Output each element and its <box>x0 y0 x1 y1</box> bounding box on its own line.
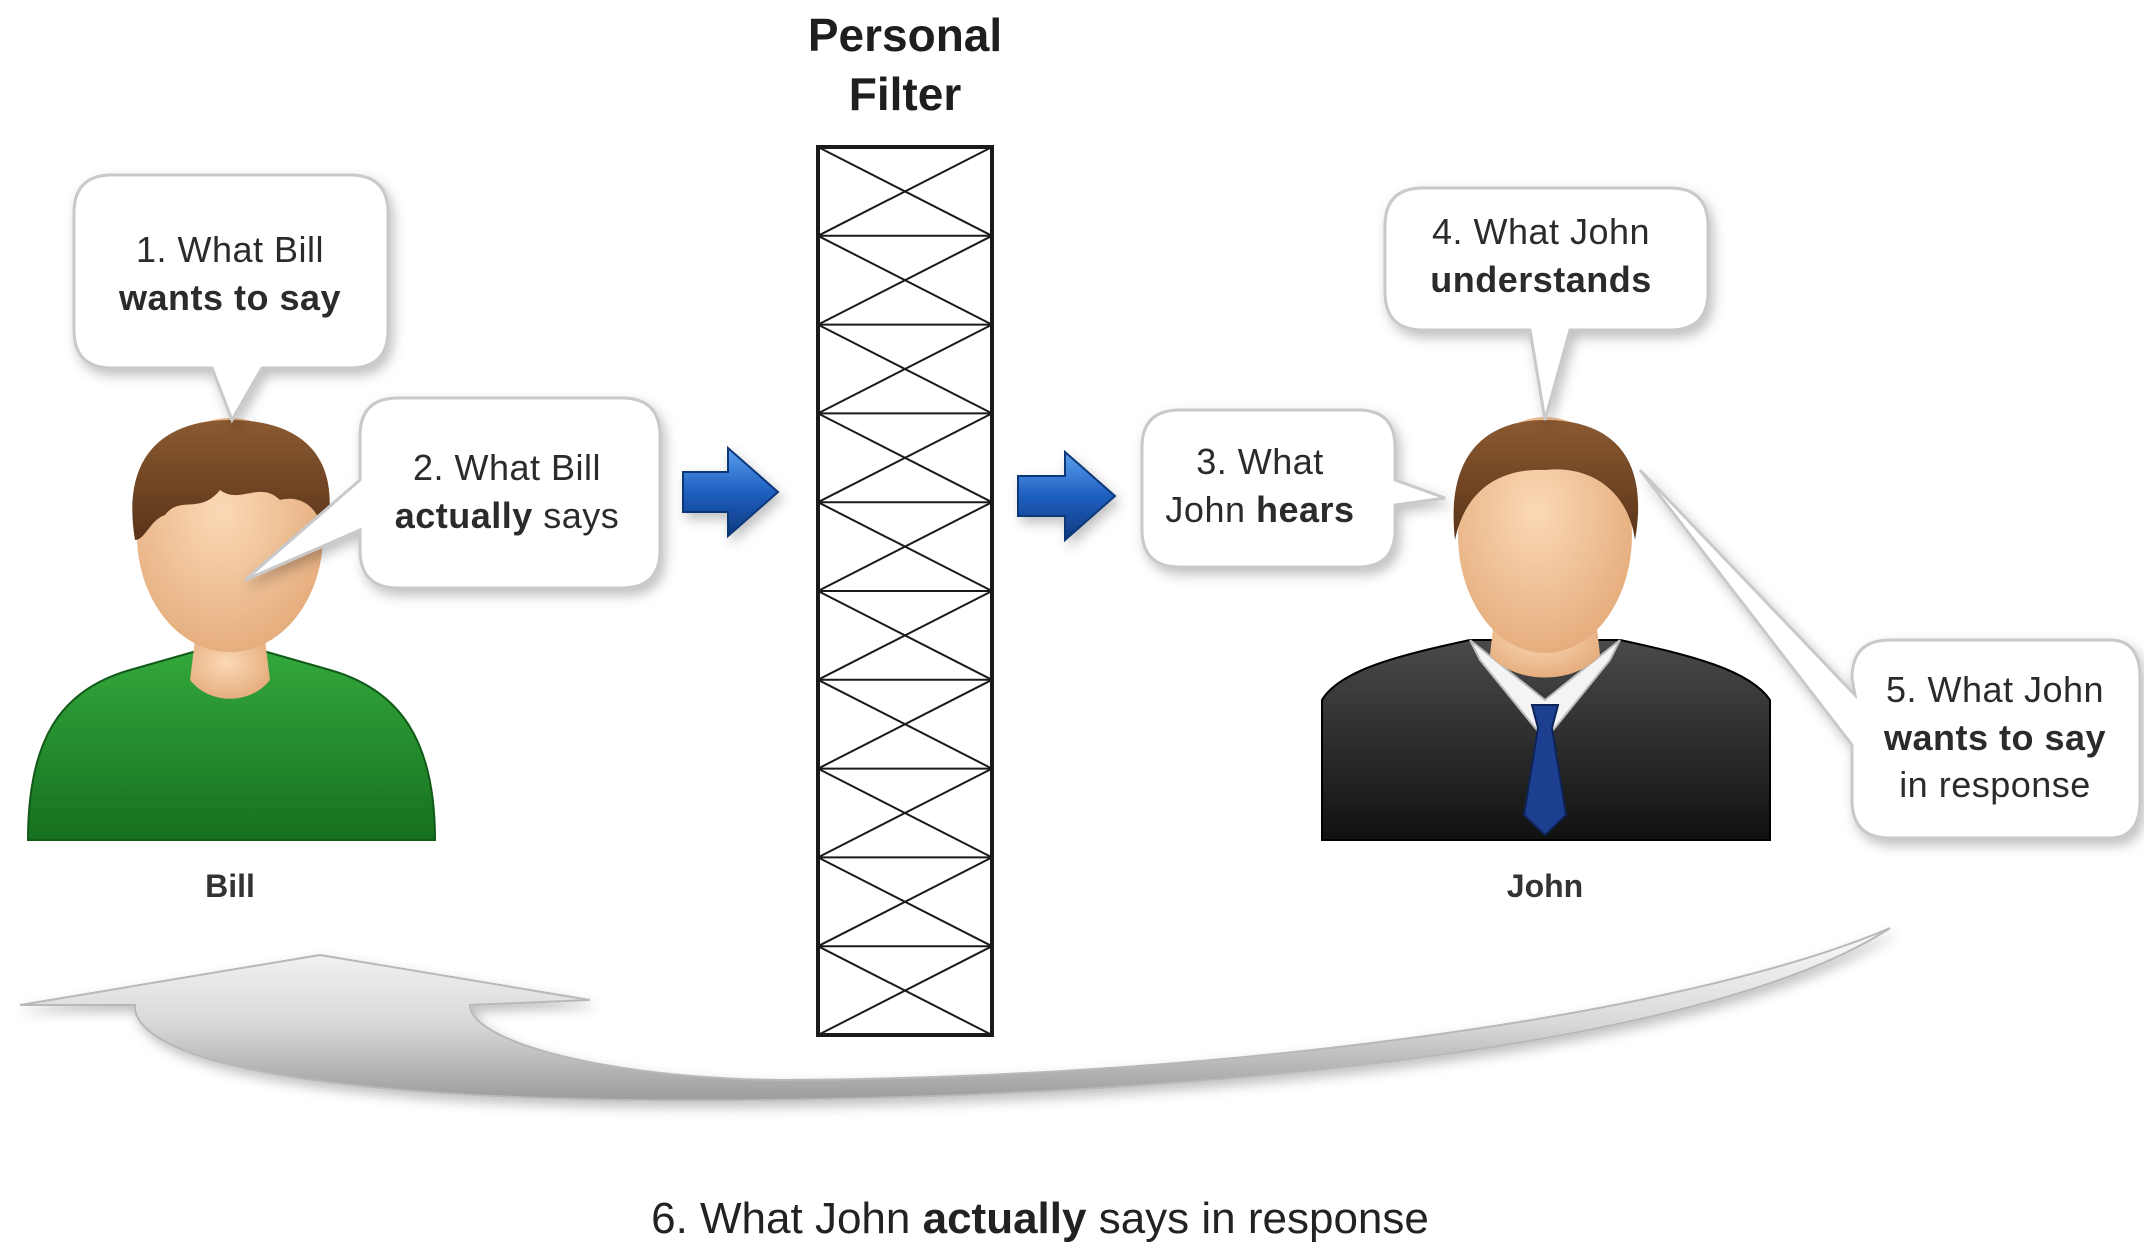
arrow-right-icon <box>1017 449 1117 543</box>
lattice-line <box>817 856 993 948</box>
bubble-5 <box>1638 468 2142 840</box>
bubble-2 <box>244 396 662 590</box>
bubble-4-line2: understands <box>1430 258 1652 300</box>
lattice-line <box>817 234 993 326</box>
arrow-right-icon <box>682 445 780 539</box>
speech-bubbles <box>72 173 2142 840</box>
bill-label: Bill <box>205 868 255 904</box>
bubble-5-text: 5. What John wants to say in response <box>1852 666 2138 809</box>
lattice-line <box>817 678 993 770</box>
john-figure <box>1321 417 1771 841</box>
lattice-line <box>817 590 993 681</box>
filter-title-line2: Filter <box>848 67 962 120</box>
bubble-4 <box>1383 186 1710 421</box>
bubble-1 <box>72 173 390 424</box>
bubble-3-text: 3. What John hears <box>1142 438 1378 533</box>
filter-title-line1: Personal <box>807 9 1003 61</box>
bubble-1-line2: wants to say <box>118 276 342 318</box>
bubble-3-line1: 3. What <box>1196 441 1324 482</box>
bubble-3 <box>1140 408 1446 569</box>
bubble-3-line2: John hears <box>1165 488 1355 530</box>
lattice-line <box>817 501 993 592</box>
bubble-4-text: 4. What John understands <box>1384 208 1698 303</box>
lattice-line <box>817 945 993 1036</box>
bubble-1-text: 1. What Bill wants to say <box>72 226 388 321</box>
filter-title: Personal Filter <box>747 6 1063 124</box>
bubble-4-line1: 4. What John <box>1431 211 1651 252</box>
bubble-2-line1: 2. What Bill <box>412 447 602 488</box>
lattice-line <box>817 146 993 237</box>
bubble-5-line2: wants to say <box>1883 716 2107 758</box>
john-label: John <box>1506 868 1584 904</box>
bill-figure <box>26 418 437 841</box>
response-caption: 6. What John actually says in response <box>651 1194 1429 1243</box>
bubble-5-line3: in response <box>1899 764 2091 806</box>
lattice-line <box>817 767 993 859</box>
bubble-1-line1: 1. What Bill <box>135 229 325 270</box>
bubble-5-line1: 5. What John <box>1885 669 2105 710</box>
lattice-line <box>817 412 993 504</box>
bubble-2-text: 2. What Bill actually says <box>362 444 652 539</box>
bubble-2-line2: actually says <box>394 494 620 536</box>
lattice-line <box>817 323 993 415</box>
return-arrow <box>19 927 1891 1102</box>
filter-lattice <box>816 145 994 1037</box>
